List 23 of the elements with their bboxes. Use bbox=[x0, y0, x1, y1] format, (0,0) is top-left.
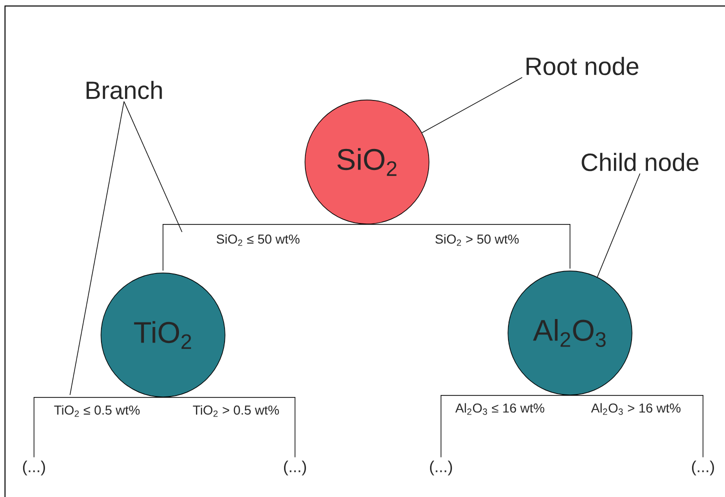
tree-branch-line bbox=[570, 395, 704, 458]
edge-label: Al$_{2}$O$_{3}$ > 16 wt% bbox=[590, 402, 682, 416]
leader-line bbox=[70, 101, 124, 396]
tree-branch-line bbox=[162, 397, 296, 458]
callout-text: Branch bbox=[86, 80, 162, 100]
leader-line bbox=[422, 77, 523, 134]
tree-branch-line bbox=[34, 397, 164, 458]
tree-branch-line bbox=[162, 224, 368, 271]
edge-label: SiO$_{2}$ ≤ 50 wt% bbox=[215, 233, 301, 247]
ellipsis-text: (...) bbox=[430, 460, 452, 476]
callout-text: Child node bbox=[582, 152, 698, 172]
callout-text: Root node bbox=[526, 56, 638, 76]
tree-branch-line bbox=[366, 224, 570, 269]
tree-branch-line bbox=[440, 395, 570, 458]
ellipsis-text: (...) bbox=[23, 460, 45, 476]
leader-line bbox=[596, 173, 640, 278]
ellipsis-text: (...) bbox=[284, 460, 306, 476]
ellipsis-text: (...) bbox=[692, 460, 714, 476]
edge-label: TiO$_{2}$ ≤ 0.5 wt% bbox=[52, 404, 142, 418]
edge-label: Al$_{2}$O$_{3}$ ≤ 16 wt% bbox=[454, 402, 546, 416]
leader-line bbox=[124, 101, 182, 232]
edge-label: TiO$_{2}$ > 0.5 wt% bbox=[192, 404, 280, 418]
edge-label: SiO$_{2}$ > 50 wt% bbox=[434, 233, 520, 247]
